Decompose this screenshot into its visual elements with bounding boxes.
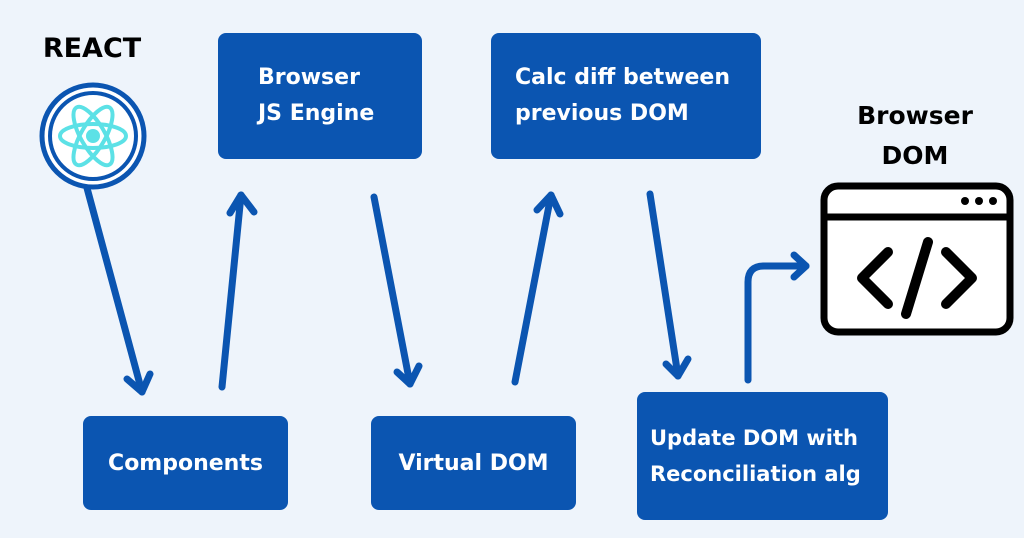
browser-dom-label-line-2: DOM <box>881 141 949 170</box>
virtual-dom-node: Virtual DOM <box>371 416 576 510</box>
browser-code-window-icon <box>820 182 1014 336</box>
arrow-react-to-components <box>83 184 154 396</box>
update-dom-line-1: Update DOM with <box>650 426 858 450</box>
arrow-calc-diff-to-update-dom <box>646 190 692 380</box>
browser-js-engine-line-2: JS Engine <box>258 101 375 126</box>
components-node: Components <box>83 416 288 510</box>
virtual-dom-label: Virtual DOM <box>398 450 549 476</box>
arrow-update-dom-to-browser-dom <box>744 251 810 384</box>
browser-js-engine-line-1: Browser <box>258 65 360 90</box>
components-label: Components <box>108 450 263 476</box>
update-dom-node: Update DOM with Reconciliation alg <box>637 392 888 520</box>
calc-diff-line-1: Calc diff between <box>515 65 731 90</box>
react-label: REACT <box>42 33 142 64</box>
update-dom-line-2: Reconciliation alg <box>650 462 861 486</box>
react-logo-icon <box>39 82 147 190</box>
arrow-virtual-dom-to-calc-diff <box>511 191 564 386</box>
browser-dom-label-line-1: Browser <box>857 101 973 130</box>
arrow-components-to-js-engine <box>218 191 258 391</box>
calc-diff-node: Calc diff between previous DOM <box>491 33 761 159</box>
browser-dom-label: Browser DOM <box>840 96 990 176</box>
calc-diff-line-2: previous DOM <box>515 101 689 126</box>
browser-js-engine-node: Browser JS Engine <box>218 33 422 159</box>
arrow-js-engine-to-virtual-dom <box>370 193 423 388</box>
